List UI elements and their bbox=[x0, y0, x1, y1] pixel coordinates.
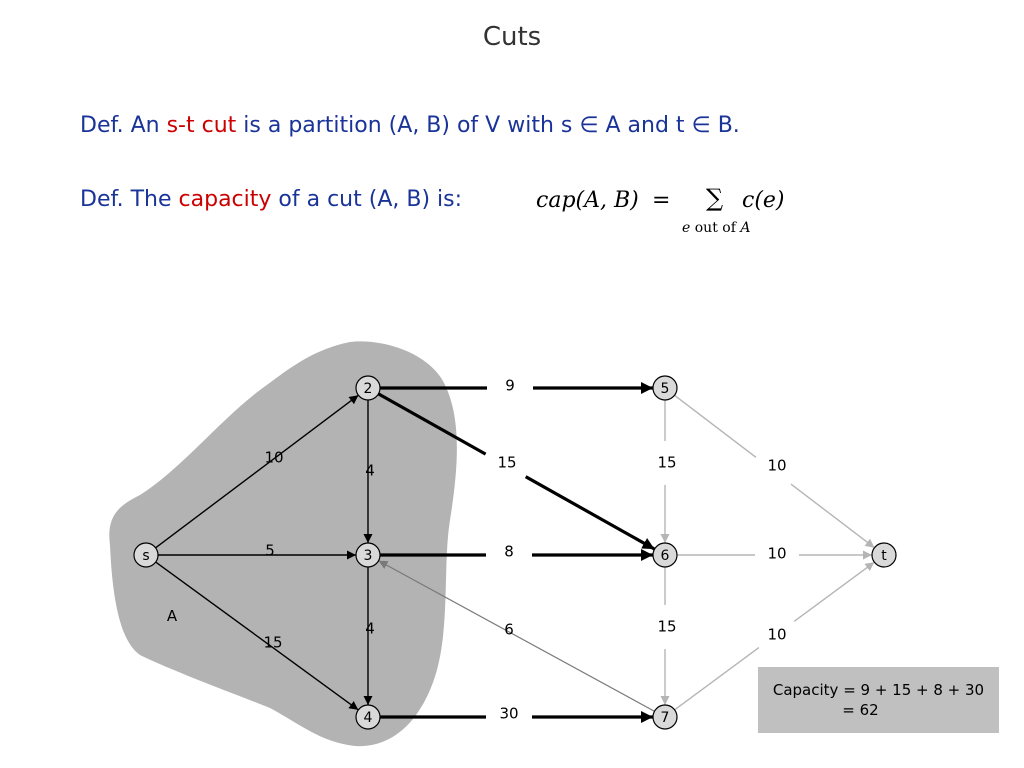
node-circle-2 bbox=[355, 375, 381, 401]
formula-lhs: cap(A, B) bbox=[536, 188, 639, 213]
node-circle-6 bbox=[652, 542, 678, 568]
edge-capacity-label-5-t: 10 bbox=[767, 457, 786, 475]
node-4: 4 bbox=[355, 704, 381, 730]
edge-capacity-label-s-3: 5 bbox=[265, 542, 275, 560]
edge-capacity-label-6-t: 10 bbox=[767, 545, 786, 563]
edge-capacity-label-3-6: 8 bbox=[504, 543, 514, 561]
edge-s-2 bbox=[155, 394, 359, 549]
node-circle-t bbox=[871, 542, 897, 568]
edge-capacity-label-2-6: 15 bbox=[497, 454, 516, 472]
region-label-A: A bbox=[167, 607, 178, 625]
edge-capacity-label-6-7: 15 bbox=[657, 618, 676, 636]
capacity-line2: = 62 bbox=[842, 701, 879, 719]
node-circle-7 bbox=[652, 704, 678, 730]
node-circle-4 bbox=[355, 704, 381, 730]
node-label-t: t bbox=[881, 548, 887, 564]
capacity-box: Capacity = 9 + 15 + 8 + 30 = 62 bbox=[758, 667, 999, 733]
node-s: s bbox=[133, 542, 159, 568]
def2-term: capacity bbox=[178, 187, 272, 212]
node-2: 2 bbox=[355, 375, 381, 401]
edge-capacity-label-s-2: 10 bbox=[264, 449, 283, 467]
edge-2-6-segment-a bbox=[377, 392, 487, 456]
def1-suffix: is a partition (A, B) of V with s ∈ A an… bbox=[236, 113, 740, 138]
edge-7-3 bbox=[378, 560, 655, 712]
edge-capacity-label-5-6: 15 bbox=[657, 454, 676, 472]
node-circle-s bbox=[133, 542, 159, 568]
node-7: 7 bbox=[652, 704, 678, 730]
edge-5-t-segment-a bbox=[674, 394, 757, 458]
edge-capacity-label-4-7: 30 bbox=[499, 705, 518, 723]
node-5: 5 bbox=[652, 375, 678, 401]
def1-prefix: Def. An bbox=[80, 113, 167, 138]
nodes-layer: s 2 3 4 5 6 7 t bbox=[133, 375, 897, 730]
slide-title: Cuts bbox=[482, 22, 542, 52]
node-label-s: s bbox=[142, 548, 149, 564]
subscript-var: e bbox=[682, 220, 691, 236]
edge-7-t-segment-a bbox=[674, 646, 760, 711]
sum-symbol: ∑ bbox=[706, 184, 724, 212]
edge-2-6-segment-b bbox=[524, 475, 656, 551]
edge-capacity-label-3-4: 4 bbox=[365, 620, 375, 638]
edge-capacity-label-s-4: 15 bbox=[263, 634, 282, 652]
formula-equals: = bbox=[652, 188, 671, 213]
edge-7-t-segment-b bbox=[793, 561, 875, 622]
node-t: t bbox=[871, 542, 897, 568]
cut-region-A bbox=[109, 341, 457, 747]
node-label-4: 4 bbox=[364, 710, 373, 726]
edge-capacity-label-2-5: 9 bbox=[505, 377, 515, 395]
node-label-3: 3 bbox=[364, 548, 373, 564]
node-circle-5 bbox=[652, 375, 678, 401]
edges-layer: 10 5 15 4 4 9 15 8 30 6 15 15 10 10 10 bbox=[155, 377, 875, 723]
edge-5-t-segment-b bbox=[790, 483, 875, 549]
node-label-2: 2 bbox=[364, 381, 373, 397]
definition-st-cut: Def. An s-t cut is a partition (A, B) of… bbox=[80, 113, 740, 138]
node-label-6: 6 bbox=[661, 548, 670, 564]
formula-subscript: e out of A bbox=[682, 220, 750, 236]
edge-capacity-label-2-3: 4 bbox=[365, 462, 375, 480]
capacity-line1: Capacity = 9 + 15 + 8 + 30 bbox=[772, 681, 985, 699]
formula-term: c(e) bbox=[742, 188, 785, 213]
node-circle-3 bbox=[355, 542, 381, 568]
node-3: 3 bbox=[355, 542, 381, 568]
edge-capacity-label-7-3: 6 bbox=[504, 621, 514, 639]
subscript-text: out of bbox=[690, 220, 741, 236]
edge-capacity-label-7-t: 10 bbox=[767, 626, 786, 644]
definition-capacity: Def. The capacity of a cut (A, B) is: bbox=[80, 187, 462, 212]
node-6: 6 bbox=[652, 542, 678, 568]
edge-s-4 bbox=[155, 561, 359, 711]
def1-term: s-t cut bbox=[166, 113, 237, 138]
def2-prefix: Def. The bbox=[80, 187, 179, 212]
node-label-7: 7 bbox=[661, 710, 670, 726]
node-label-5: 5 bbox=[661, 381, 670, 397]
def2-suffix: of a cut (A, B) is: bbox=[271, 187, 463, 212]
subscript-set: A bbox=[740, 220, 751, 236]
